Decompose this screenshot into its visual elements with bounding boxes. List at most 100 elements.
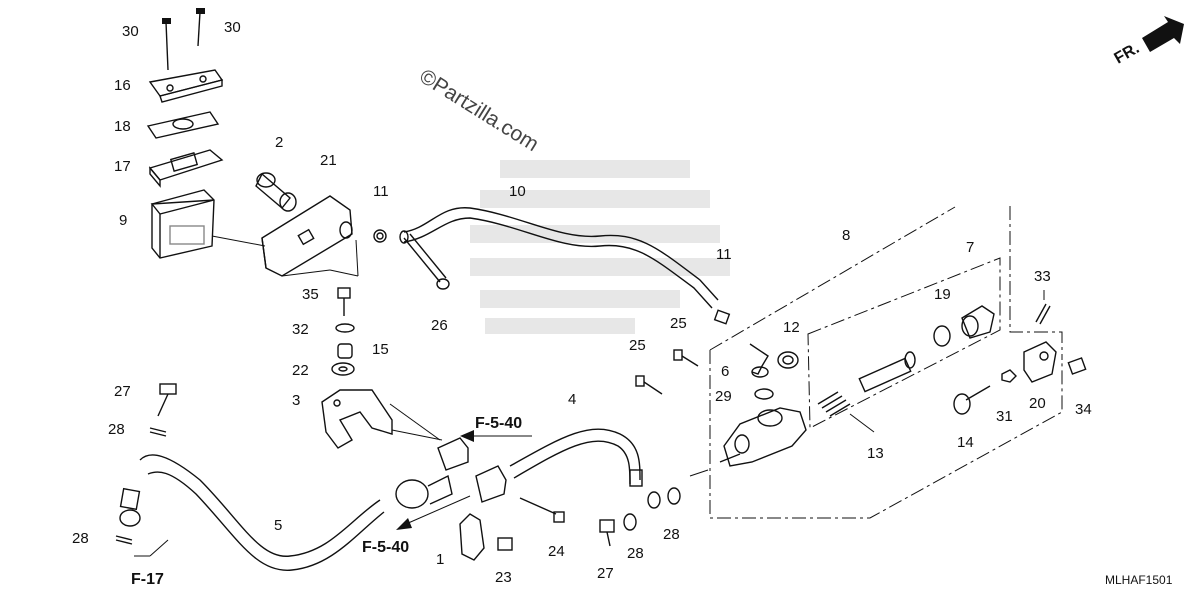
part-washer-28-a: [623, 513, 637, 531]
part-bracket-1: [459, 513, 485, 561]
part-master-cylinder: [719, 407, 807, 467]
callout-31-text: 14: [957, 434, 974, 451]
watermark-text: ©Partzilla.com: [415, 65, 542, 156]
callout-labels: 30 30 16 18 17 9 2 21 11 10 11 8 7 19 33…: [72, 19, 1092, 586]
part-washer-28-lower: [115, 535, 133, 545]
watermark-pattern: [470, 160, 730, 334]
callout-9-text: 11: [373, 183, 389, 200]
callout-22-text: 25: [670, 315, 687, 332]
part-piston-spring: [817, 391, 851, 417]
callout-18-text: 32: [292, 321, 309, 338]
section-arrow-f540-lower: [396, 495, 471, 530]
section-ref-f540-upper: F-5-40: [475, 415, 522, 432]
part-grommet-22: [331, 362, 355, 376]
part-cap-2: [255, 172, 297, 212]
part-guard-21: [261, 195, 353, 277]
part-pin-34: [1067, 357, 1087, 375]
part-collar-15: [337, 343, 353, 359]
callout-6-text: 9: [119, 212, 127, 229]
callout-24-text: 12: [783, 319, 800, 336]
part-bracket-3: [321, 389, 393, 449]
part-reservoir-cap: [148, 69, 224, 103]
callout-16-text: 35: [302, 286, 319, 303]
part-washer-28-b: [647, 491, 661, 509]
callout-15-text: 33: [1034, 268, 1051, 285]
callout-39-text: 23: [495, 569, 512, 586]
callout-42-text: 28: [663, 526, 680, 543]
callout-37-text: 24: [548, 543, 565, 560]
part-circlip-19: [933, 325, 951, 347]
part-clip-11-upper: [373, 229, 387, 243]
part-washer-28-c: [667, 487, 681, 505]
callout-3-text: 16: [114, 77, 131, 94]
part-pin-33: [1035, 303, 1051, 325]
callout-30-text: 13: [867, 445, 884, 462]
diagram-code: MLHAF1501: [1105, 573, 1173, 587]
callout-1-text: 30: [122, 23, 139, 40]
callout-34-text: 34: [1075, 401, 1092, 418]
part-bolt-35: [337, 287, 351, 316]
part-hose-clamp: [437, 437, 507, 503]
callout-40-text: 27: [597, 565, 614, 582]
callout-5-text: 17: [114, 158, 131, 175]
part-bolt-30-right: [196, 8, 205, 47]
part-washer-32: [335, 323, 355, 333]
part-hose-5: [119, 454, 385, 571]
part-washer-28-upper: [149, 427, 167, 437]
group-box-8: [709, 206, 1063, 519]
part-diaphragm: [148, 149, 224, 188]
part-hose-joint: [395, 474, 453, 509]
callout-25-text: 6: [721, 363, 729, 380]
group-box-13: [807, 257, 1001, 429]
callout-33-text: 20: [1029, 395, 1046, 412]
part-bolt-27-lower: [599, 519, 615, 547]
callout-12-text: 8: [842, 227, 850, 244]
part-clip-12: [777, 351, 799, 369]
callout-7-text: 2: [275, 134, 283, 151]
callout-28-text: 28: [108, 421, 125, 438]
callout-32-text: 31: [996, 408, 1013, 425]
callout-41-text: 28: [627, 545, 644, 562]
callout-19-text: 15: [372, 341, 389, 358]
callout-10-text: 10: [509, 183, 526, 200]
callout-2-text: 30: [224, 19, 241, 36]
front-direction-arrow: FR.: [1112, 16, 1184, 68]
section-ref-f17: F-17: [131, 571, 164, 588]
direction-label: FR.: [1112, 40, 1143, 68]
callout-14-text: 19: [934, 286, 951, 303]
callout-23-text: 25: [629, 337, 646, 354]
part-reservoir-body: [150, 189, 215, 259]
callout-13-text: 7: [966, 239, 974, 256]
part-joint-6: [749, 343, 769, 378]
callout-26-text: 29: [715, 388, 732, 405]
callout-38-text: 1: [436, 551, 444, 568]
part-bolt-25-upper: [673, 349, 699, 367]
part-bolt-26: [403, 233, 450, 290]
part-bolt-24: [519, 497, 565, 523]
part-boot-7: [961, 305, 995, 339]
part-hose-10: [399, 207, 719, 309]
callout-8-text: 21: [320, 152, 337, 169]
callout-36-text: 28: [72, 530, 89, 547]
callout-35-text: 5: [274, 517, 282, 534]
part-diaphragm-plate: [146, 111, 220, 139]
callout-17-text: 26: [431, 317, 448, 334]
callout-27-text: 27: [114, 383, 131, 400]
callout-20-text: 22: [292, 362, 309, 379]
callout-4-text: 18: [114, 118, 131, 135]
part-joint-20: [1023, 341, 1057, 383]
part-o-ring-29: [754, 388, 774, 400]
part-bolt-27-upper: [157, 383, 177, 417]
part-clip-11-lower: [713, 309, 731, 325]
part-pushrod-14: [953, 385, 991, 415]
part-piston: [858, 351, 916, 393]
part-nut-31: [1001, 369, 1017, 383]
callout-29-text: 4: [568, 391, 576, 408]
part-bolt-23: [497, 537, 513, 551]
callout-21-text: 3: [292, 392, 300, 409]
section-ref-f540-lower: F-5-40: [362, 539, 409, 556]
part-bolt-30-left: [162, 18, 171, 71]
section-arrow-f540-upper: [460, 430, 532, 442]
part-bolt-25-lower: [635, 375, 663, 395]
